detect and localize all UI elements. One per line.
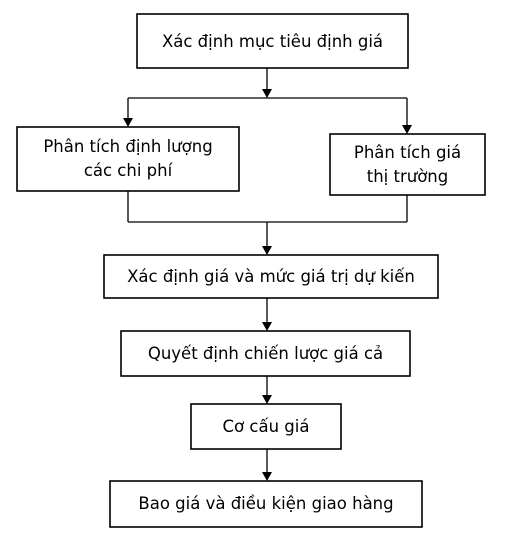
arrowhead-structure xyxy=(262,395,272,404)
step-label: Xác định mục tiêu định giá xyxy=(162,32,383,51)
step-label-line1: Phân tích giá xyxy=(354,143,461,162)
step-price-structure: Cơ cấu giá xyxy=(190,403,342,450)
arrowhead-quotation xyxy=(262,472,272,481)
step-label: Xác định giá và mức giá trị dự kiến xyxy=(127,267,415,286)
arrowhead-strategy xyxy=(262,322,272,331)
arrowhead-market-analysis xyxy=(402,125,412,134)
step-cost-analysis: Phân tích định lượng các chi phí xyxy=(16,126,240,192)
step-pricing-strategy: Quyết định chiến lược giá cả xyxy=(120,330,411,377)
step-quotation: Bao giá và điều kiện giao hàng xyxy=(109,480,423,528)
arrowhead-price-level xyxy=(262,246,272,255)
step-label: Cơ cấu giá xyxy=(223,417,310,436)
connectors xyxy=(123,68,412,481)
step-label-line2: thị trường xyxy=(367,167,449,186)
step-set-objectives: Xác định mục tiêu định giá xyxy=(136,13,409,69)
step-label: Quyết định chiến lược giá cả xyxy=(148,344,383,363)
arrowhead-cost-analysis xyxy=(123,118,133,127)
step-price-level: Xác định giá và mức giá trị dự kiến xyxy=(103,254,439,299)
step-label-line1: Phân tích định lượng xyxy=(43,137,212,156)
step-market-analysis: Phân tích giá thị trường xyxy=(329,133,486,196)
arrowhead-branch xyxy=(262,89,272,98)
step-label-line2: các chi phí xyxy=(84,161,174,180)
step-label: Bao giá và điều kiện giao hàng xyxy=(138,494,393,513)
